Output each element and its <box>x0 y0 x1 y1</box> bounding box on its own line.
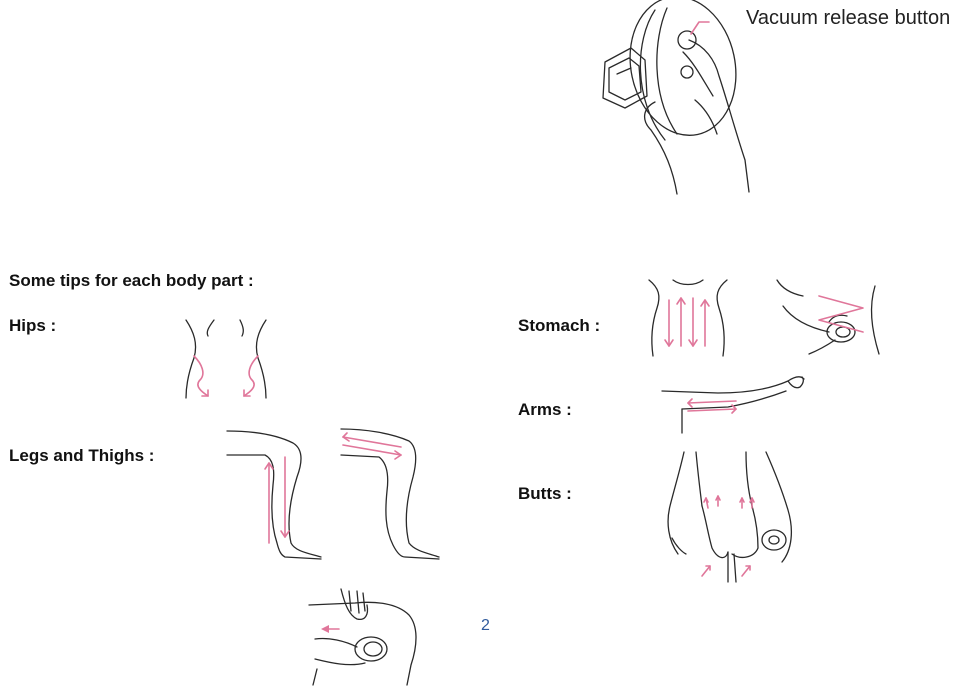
knee-massage-illustration <box>308 588 417 686</box>
legs-illustration <box>226 428 440 560</box>
arms-label: Arms : <box>518 400 572 419</box>
page-number: 2 <box>481 617 490 634</box>
tips-heading: Some tips for each body part : <box>9 271 254 290</box>
butts-label: Butts : <box>518 484 572 503</box>
hips-illustration <box>185 319 267 399</box>
hips-label: Hips : <box>9 316 57 335</box>
legs-thighs-label: Legs and Thighs : <box>9 446 155 465</box>
stomach-illustration <box>648 279 880 357</box>
arm-illustration <box>661 376 805 434</box>
device-hand-illustration <box>602 0 750 195</box>
stomach-label: Stomach : <box>518 316 601 335</box>
vacuum-release-label: Vacuum release button <box>746 7 951 29</box>
butts-illustration <box>667 451 793 583</box>
